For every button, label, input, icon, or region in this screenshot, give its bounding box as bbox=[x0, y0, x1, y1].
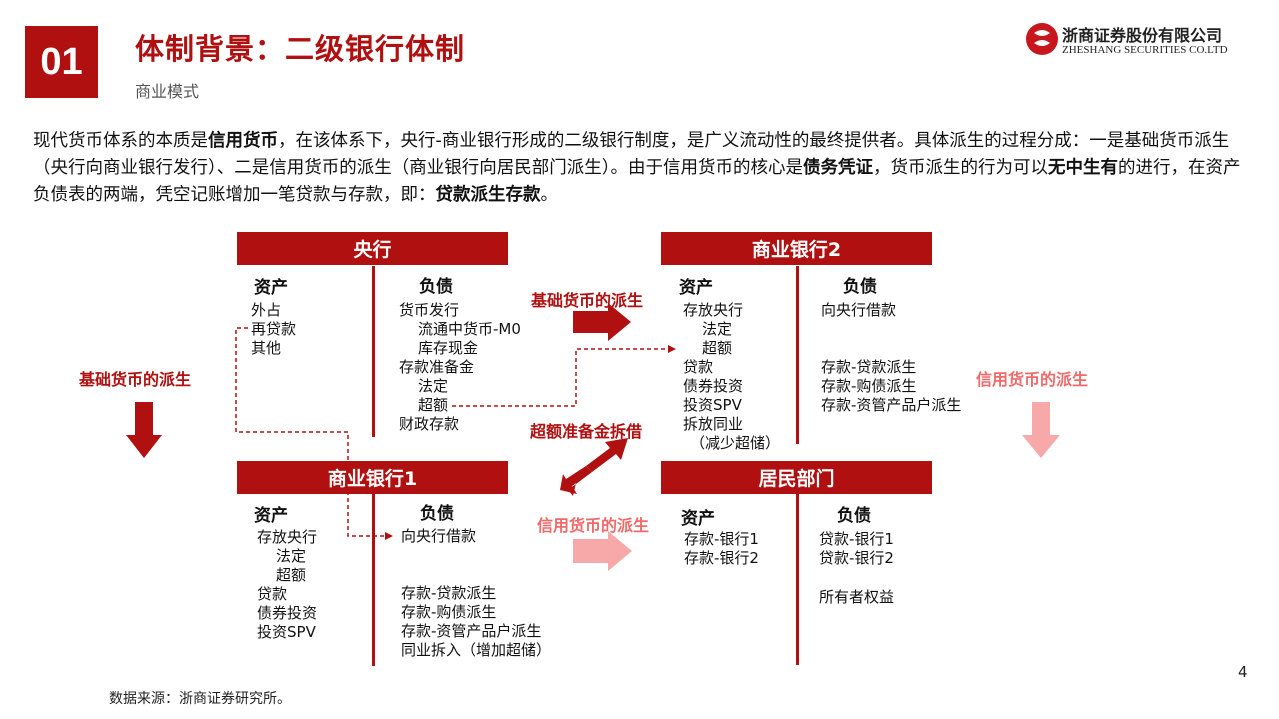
cb1-asset-item: 债券投资 bbox=[257, 604, 318, 622]
intro-paragraph: 现代货币体系的本质是信用货币，在该体系下，央行-商业银行形成的二级银行制度，是广… bbox=[33, 128, 1248, 209]
intro-text-4: 的进行，在资产负债表的两端，凭空记账增加一笔贷款与存款，即： bbox=[33, 158, 1241, 205]
company-logo bbox=[1026, 23, 1058, 55]
left-down-arrow-icon bbox=[126, 402, 162, 458]
logo-emblem-icon bbox=[1026, 23, 1058, 55]
cb-liability-item: 流通中货币-M0 bbox=[418, 320, 521, 338]
credit-money-label-mid: 信用货币的派生 bbox=[537, 516, 650, 535]
credit-money-label-right: 信用货币的派生 bbox=[976, 370, 1089, 389]
credit-money-down-arrow-icon bbox=[1022, 402, 1060, 458]
households-liability-item: 贷款-银行2 bbox=[819, 549, 894, 567]
cb-asset-item: 再贷款 bbox=[251, 320, 297, 338]
page-number: 4 bbox=[1238, 663, 1248, 681]
households-asset-item: 存款-银行1 bbox=[684, 530, 759, 548]
cb1-asset-item: 投资SPV bbox=[257, 623, 316, 641]
cb2-asset-item: 投资SPV bbox=[683, 396, 742, 414]
cb1-asset-item: 贷款 bbox=[257, 585, 288, 603]
base-money-label-mid: 基础货币的派生 bbox=[531, 291, 644, 310]
households-liabilities-header: 负债 bbox=[837, 506, 871, 526]
base-money-label-left: 基础货币的派生 bbox=[79, 370, 192, 389]
central-bank-assets-header: 资产 bbox=[254, 278, 288, 298]
cb-liability-item: 货币发行 bbox=[399, 301, 460, 319]
cb1-asset-item: 超额 bbox=[276, 566, 307, 584]
cb2-liability-item: 存款-资管产品户派生 bbox=[821, 396, 962, 414]
commercial-bank-2-header: 商业银行2 bbox=[661, 232, 932, 265]
page-title: 体制背景：二级银行体制 bbox=[135, 32, 466, 66]
cb-asset-item: 其他 bbox=[251, 339, 282, 357]
cb1-asset-item: 法定 bbox=[276, 547, 307, 565]
data-source-note: 数据来源：浙商证券研究所。 bbox=[109, 691, 291, 707]
cb1-liability-item: 向央行借款 bbox=[401, 527, 477, 545]
intro-text-2: ，在该体系下，央行-商业银行形成的二级银行制度，是广义流动性的最终提供者。具体派… bbox=[33, 131, 1230, 178]
cb-liability-item: 超额 bbox=[418, 396, 449, 414]
cb1-liability-item: 存款-购债派生 bbox=[401, 603, 497, 621]
intro-bold-from-nothing: 无中生有 bbox=[1048, 158, 1118, 178]
households-header: 居民部门 bbox=[661, 461, 932, 494]
cb1-liability-item: 同业拆入（增加超储） bbox=[401, 641, 552, 659]
households-liability-item: 所有者权益 bbox=[819, 588, 895, 606]
interbank-lending-double-arrow-icon bbox=[560, 438, 628, 496]
excess-reserve-lending-label: 超额准备金拆借 bbox=[530, 422, 643, 441]
intro-text-5: 。 bbox=[540, 185, 559, 205]
cb-asset-item: 外占 bbox=[251, 301, 282, 319]
cb1-liability-item: 存款-贷款派生 bbox=[401, 584, 497, 602]
households-liability-item: 贷款-银行1 bbox=[819, 530, 894, 548]
logo-company-name-en: ZHESHANG SECURITIES CO.LTD bbox=[1062, 44, 1228, 56]
cb2-asset-item: 贷款 bbox=[683, 358, 714, 376]
cb2-asset-item: 债券投资 bbox=[683, 377, 744, 395]
households-assets-header: 资产 bbox=[681, 509, 715, 529]
logo-company-name-cn: 浙商证券股份有限公司 bbox=[1062, 26, 1223, 45]
cb2-asset-item: 存放央行 bbox=[683, 301, 744, 319]
central-bank-liabilities-header: 负债 bbox=[419, 277, 453, 297]
credit-money-right-arrow-icon bbox=[573, 531, 632, 571]
cb2-liabilities-header: 负债 bbox=[843, 277, 877, 297]
intro-text-3: ，货币派生的行为可以 bbox=[873, 158, 1048, 178]
commercial-bank-1-header: 商业银行1 bbox=[237, 461, 508, 494]
page-subtitle: 商业模式 bbox=[135, 82, 200, 101]
cb1-liability-item: 存款-资管产品户派生 bbox=[401, 622, 542, 640]
central-bank-header: 央行 bbox=[237, 232, 508, 265]
intro-bold-debt-certificate: 债务凭证 bbox=[803, 158, 873, 178]
intro-text-1: 现代货币体系的本质是 bbox=[33, 131, 208, 151]
cb-liability-item: 存款准备金 bbox=[399, 358, 475, 376]
cb2-asset-item: 拆放同业 bbox=[683, 415, 744, 433]
cb2-asset-item: 超额 bbox=[702, 339, 733, 357]
cb2-assets-header: 资产 bbox=[679, 278, 713, 298]
cb1-assets-header: 资产 bbox=[254, 506, 288, 526]
intro-bold-loans-create-deposits: 贷款派生存款 bbox=[435, 185, 541, 205]
cb-liability-item: 法定 bbox=[418, 377, 449, 395]
intro-bold-credit-money: 信用货币 bbox=[208, 131, 278, 151]
cb2-asset-item: （减少超储） bbox=[690, 434, 781, 452]
cb1-asset-item: 存放央行 bbox=[257, 528, 318, 546]
cb2-liability-item: 向央行借款 bbox=[821, 301, 897, 319]
cb2-liability-item: 存款-贷款派生 bbox=[821, 358, 917, 376]
cb-liability-item: 财政存款 bbox=[399, 415, 460, 433]
base-money-right-arrow-icon bbox=[573, 303, 631, 341]
cb1-liabilities-header: 负债 bbox=[420, 504, 454, 524]
cb2-liability-item: 存款-购债派生 bbox=[821, 377, 917, 395]
cb-liability-item: 库存现金 bbox=[418, 339, 479, 357]
cb2-asset-item: 法定 bbox=[702, 320, 733, 338]
households-asset-item: 存款-银行2 bbox=[684, 549, 759, 567]
section-number-badge: 01 bbox=[25, 26, 98, 98]
